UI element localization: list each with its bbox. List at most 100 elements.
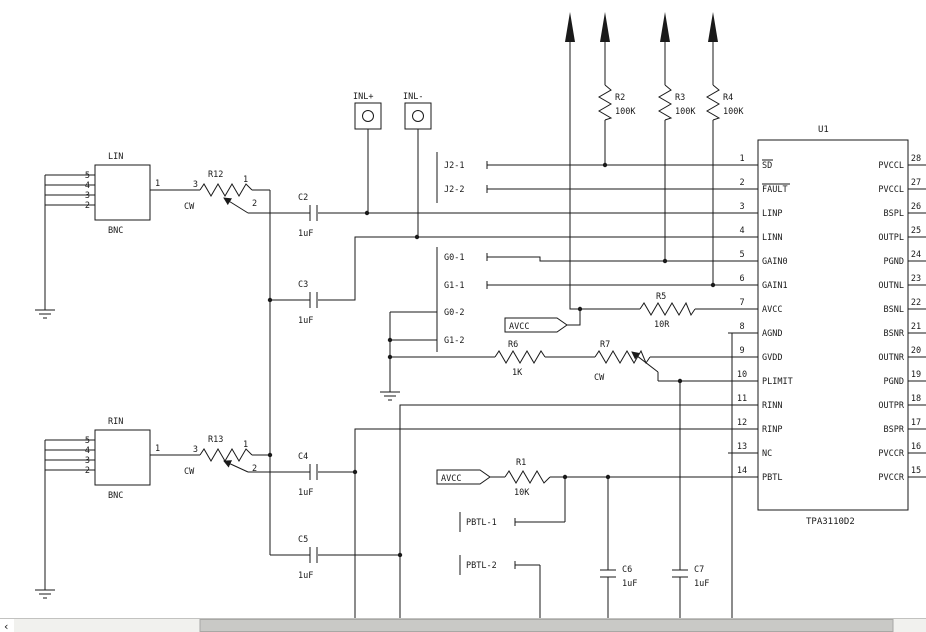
u1-pin-right-24: 24 PGND (884, 250, 926, 267)
pin-number: 4 (739, 226, 744, 236)
pot-terminal: 3 (193, 445, 198, 455)
pin-number: 25 (911, 226, 921, 236)
scrollbar-thumb[interactable] (199, 619, 894, 632)
pin-number: 10 (737, 370, 747, 380)
pin-number: 11 (737, 394, 747, 404)
u1-pin-left-1: 1 SD (728, 154, 772, 171)
ic-u1[interactable]: U1 TPA3110D2 1 SD 2 FAULT 3 LINP 4 LINN … (728, 125, 926, 527)
scroll-left-button[interactable] (0, 619, 14, 632)
ground-symbol-3 (35, 589, 55, 599)
pin-name: PLIMIT (762, 377, 793, 387)
u1-pin-right-20: 20 OUTNR (878, 346, 926, 363)
capacitor-ref: C3 (298, 280, 308, 290)
u1-pin-right-26: 26 BSPL (884, 202, 926, 219)
testpoint-label: INL+ (353, 92, 373, 102)
connector-label: RIN (108, 417, 123, 427)
pot-terminal: 2 (252, 199, 257, 209)
bnc-pin-number: 2 (85, 201, 90, 211)
bnc-pin-number: 3 (85, 456, 90, 466)
resistor-r6[interactable]: R6 1K (494, 340, 546, 378)
resistor-r3[interactable]: R3 100K (658, 84, 696, 121)
junction-dots (267, 162, 716, 558)
resistor-r1[interactable]: R1 10K (504, 458, 551, 498)
testpoint-label: INL- (403, 92, 423, 102)
capacitor-c6[interactable]: C6 1uF (600, 565, 637, 589)
u1-pin-right-18: 18 OUTPR (878, 394, 926, 411)
u1-pin-left-10: 10 PLIMIT (728, 370, 793, 387)
scroll-left-icon[interactable]: ‹ (3, 620, 10, 632)
bnc-pin-number: 5 (85, 436, 90, 446)
horizontal-scrollbar[interactable]: ‹ (0, 618, 926, 632)
pin-name: LINN (762, 233, 782, 243)
header-pin-label: G0-1 (444, 253, 464, 263)
pin-number: 15 (911, 466, 921, 476)
bnc-connector-lin[interactable]: LIN BNC 5 4 3 2 1 (45, 152, 160, 236)
pin-name: LINP (762, 209, 782, 219)
u1-pin-left-11: 11 RINN (728, 394, 782, 411)
testpoint-inl-minus[interactable]: INL- (403, 92, 432, 130)
pin-name: BSPL (884, 209, 904, 219)
resistor-ref: R7 (600, 340, 610, 350)
capacitor-ref: C2 (298, 193, 308, 203)
wires (44, 40, 733, 618)
connector-label: LIN (108, 152, 123, 162)
ic-ref: U1 (818, 125, 829, 135)
u1-pin-left-6: 6 GAIN1 (728, 274, 788, 291)
header-pbtl-1[interactable]: PBTL-1 (459, 512, 516, 532)
potentiometer-r7[interactable]: R7 CW (594, 340, 659, 383)
resistor-value: 1K (512, 368, 523, 378)
resistor-ref: R1 (516, 458, 526, 468)
power-arrow-3 (660, 12, 670, 42)
pin-number: 8 (739, 322, 744, 332)
pin-name: OUTNL (878, 281, 904, 291)
u1-pin-left-4: 4 LINN (728, 226, 782, 243)
bnc-pin-number: 4 (85, 181, 90, 191)
header-j2[interactable]: J2-1 J2-2 (436, 152, 488, 203)
pin-number: 19 (911, 370, 921, 380)
resistor-r5[interactable]: R5 10R (639, 292, 696, 330)
pin-name: SD (762, 161, 772, 171)
capacitor-c5[interactable]: C5 1uF (298, 535, 318, 581)
potentiometer-r12[interactable]: R12 3 1 2 CW (184, 170, 257, 214)
resistor-ref: R12 (208, 170, 223, 180)
pot-terminal: 2 (252, 464, 257, 474)
capacitor-c3[interactable]: C3 1uF (298, 280, 318, 326)
u1-pin-right-17: 17 BSPR (884, 418, 926, 435)
potentiometer-r13[interactable]: R13 3 1 2 CW (184, 435, 257, 477)
capacitor-c2[interactable]: C2 1uF (298, 193, 318, 239)
u1-pin-right-16: 16 PVCCR (878, 442, 926, 459)
header-pbtl-2[interactable]: PBTL-2 (459, 555, 516, 575)
pin-number: 7 (739, 298, 744, 308)
header-gain[interactable]: G0-1 G1-1 G0-2 G1-2 (436, 247, 488, 352)
capacitor-c7[interactable]: C7 1uF (672, 565, 709, 589)
header-pin-label: G1-2 (444, 336, 464, 346)
header-pin-label: G1-1 (444, 281, 464, 291)
capacitor-c4[interactable]: C4 1uF (298, 452, 318, 498)
capacitor-ref: C7 (694, 565, 704, 575)
u1-pin-right-21: 21 BSNR (884, 322, 926, 339)
pin-number: 13 (737, 442, 747, 452)
bnc-connector-rin[interactable]: RIN BNC 5 4 3 2 1 (45, 417, 160, 501)
u1-pin-left-13: 13 NC (728, 442, 772, 459)
resistor-ref: R6 (508, 340, 518, 350)
pin-name: PBTL (762, 473, 782, 483)
pin-name: GAIN1 (762, 281, 788, 291)
u1-pin-right-28: 28 PVCCL (878, 154, 926, 171)
testpoint-inl-plus[interactable]: INL+ (353, 92, 382, 130)
resistor-r2[interactable]: R2 100K (598, 84, 636, 121)
resistor-value: 10K (514, 488, 530, 498)
pin-number: 23 (911, 274, 921, 284)
u1-pin-right-23: 23 OUTNL (878, 274, 926, 291)
avcc-power-flag-1[interactable]: AVCC (504, 317, 568, 333)
bnc-signal-pin: 1 (155, 444, 160, 454)
header-pin-label: PBTL-2 (466, 561, 497, 571)
connector-type: BNC (108, 491, 123, 501)
capacitor-value: 1uF (298, 316, 313, 326)
capacitor-value: 1uF (298, 229, 313, 239)
ground-symbol-1 (35, 309, 55, 319)
avcc-power-flag-2[interactable]: AVCC (436, 469, 491, 485)
resistor-value: 100K (675, 107, 696, 117)
bnc-signal-pin: 1 (155, 179, 160, 189)
resistor-r4[interactable]: R4 100K (706, 84, 744, 121)
